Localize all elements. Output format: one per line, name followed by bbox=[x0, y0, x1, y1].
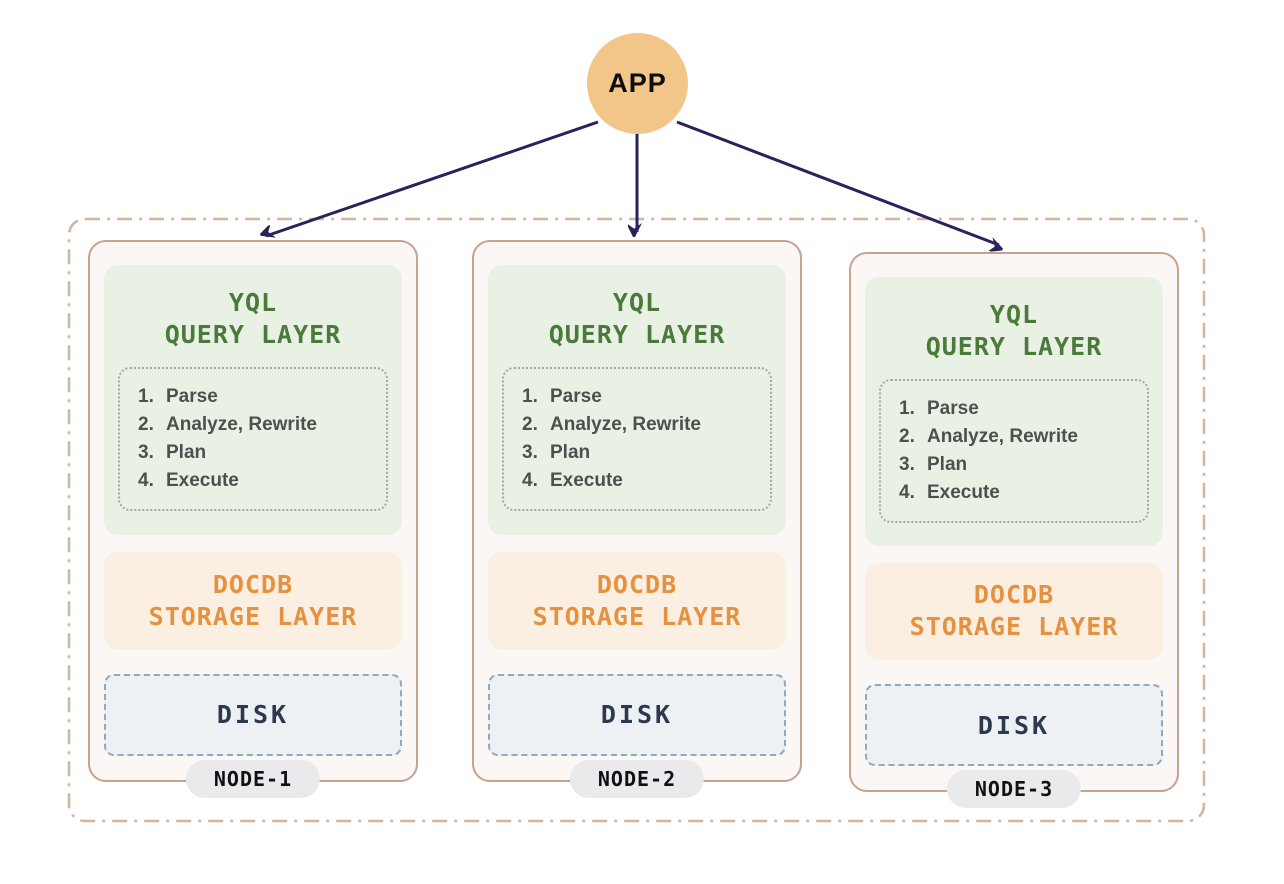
step-row: 1. Parse bbox=[132, 383, 378, 411]
step-row: 3. Plan bbox=[893, 451, 1139, 479]
step-number: 4. bbox=[899, 482, 915, 503]
step-label: Plan bbox=[166, 442, 207, 463]
step-number: 1. bbox=[899, 398, 915, 419]
node-badge: NODE-2 bbox=[569, 760, 705, 798]
step-row: 3. Plan bbox=[132, 439, 378, 467]
arrow-app-to-node3 bbox=[676, 120, 999, 245]
step-number: 2. bbox=[522, 414, 538, 435]
app-circle: APP bbox=[587, 33, 688, 134]
disk-label: DISK bbox=[600, 700, 674, 730]
step-row: 2. Analyze, Rewrite bbox=[516, 411, 762, 439]
app-label: APP bbox=[608, 68, 667, 98]
node-card-3: YQL QUERY LAYER 1. Parse 2. Analyze, Rewrit… bbox=[849, 252, 1179, 808]
step-label: Plan bbox=[550, 442, 591, 463]
step-row: 1. Parse bbox=[516, 383, 762, 411]
disk-box: DISK bbox=[865, 684, 1163, 766]
step-label: Analyze, Rewrite bbox=[927, 426, 1078, 447]
step-row: 3. Plan bbox=[516, 439, 762, 467]
disk-label: DISK bbox=[216, 700, 290, 730]
storage-layer-title-line1: DOCDB bbox=[596, 569, 678, 599]
query-layer-title-line2: QUERY LAYER bbox=[548, 320, 726, 349]
node-badge-label: NODE-3 bbox=[974, 777, 1054, 801]
step-label: Parse bbox=[927, 398, 979, 419]
storage-layer-title-line1: DOCDB bbox=[973, 580, 1055, 610]
storage-layer-title-line2: STORAGE LAYER bbox=[532, 601, 742, 631]
storage-layer-title-line2: STORAGE LAYER bbox=[148, 601, 358, 631]
step-label: Execute bbox=[166, 470, 239, 491]
query-layer-box: YQL QUERY LAYER 1. Parse 2. Analyze, Rewrit… bbox=[865, 277, 1163, 546]
step-row: 4. Execute bbox=[893, 479, 1139, 507]
node-badge: NODE-1 bbox=[185, 760, 321, 798]
step-row: 4. Execute bbox=[132, 467, 378, 495]
disk-box: DISK bbox=[104, 673, 402, 756]
storage-layer-title-line1: DOCDB bbox=[212, 569, 294, 599]
step-row: 2. Analyze, Rewrite bbox=[893, 423, 1139, 451]
step-row: 1. Parse bbox=[893, 395, 1139, 423]
storage-layer-title-line2: STORAGE LAYER bbox=[909, 612, 1119, 642]
query-layer-title-line2: QUERY LAYER bbox=[164, 320, 342, 349]
query-steps-box: 1. Parse 2. Analyze, Rewrite 3. Plan 4. Exec… bbox=[502, 367, 772, 511]
disk-box: DISK bbox=[488, 673, 786, 756]
step-number: 2. bbox=[138, 414, 154, 435]
disk-label: DISK bbox=[977, 710, 1051, 740]
query-layer-title-line2: QUERY LAYER bbox=[925, 332, 1103, 361]
node-card-2: YQL QUERY LAYER 1. Parse 2. Analyze, Rewrit… bbox=[472, 240, 802, 798]
step-row: 4. Execute bbox=[516, 467, 762, 495]
step-number: 3. bbox=[138, 442, 154, 463]
query-steps-box: 1. Parse 2. Analyze, Rewrite 3. Plan 4. Exec… bbox=[118, 367, 388, 511]
query-layer-title: YQL QUERY LAYER bbox=[104, 287, 402, 351]
step-label: Parse bbox=[550, 386, 602, 407]
step-label: Execute bbox=[927, 482, 1000, 503]
node-badge-label: NODE-2 bbox=[597, 767, 677, 791]
arrow-app-to-node1 bbox=[266, 120, 599, 236]
query-layer-box: YQL QUERY LAYER 1. Parse 2. Analyze, Rewrit… bbox=[488, 265, 786, 535]
step-number: 1. bbox=[138, 386, 154, 407]
step-number: 3. bbox=[522, 442, 538, 463]
node-badge-label: NODE-1 bbox=[213, 767, 293, 791]
node-card-1: YQL QUERY LAYER 1. Parse 2. Analyze, Rewrit… bbox=[88, 240, 418, 798]
step-number: 1. bbox=[522, 386, 538, 407]
query-layer-title: YQL QUERY LAYER bbox=[865, 299, 1163, 363]
step-label: Plan bbox=[927, 454, 968, 475]
step-label: Analyze, Rewrite bbox=[166, 414, 317, 435]
step-number: 4. bbox=[522, 470, 538, 491]
query-layer-box: YQL QUERY LAYER 1. Parse 2. Analyze, Rewrit… bbox=[104, 265, 402, 535]
query-layer-title: YQL QUERY LAYER bbox=[488, 287, 786, 351]
step-label: Execute bbox=[550, 470, 623, 491]
step-number: 4. bbox=[138, 470, 154, 491]
step-row: 2. Analyze, Rewrite bbox=[132, 411, 378, 439]
node-badge: NODE-3 bbox=[946, 770, 1082, 808]
query-layer-title-line1: YQL bbox=[228, 288, 278, 317]
query-layer-title-line1: YQL bbox=[612, 288, 662, 317]
step-label: Parse bbox=[166, 386, 218, 407]
query-layer-title-line1: YQL bbox=[989, 300, 1039, 329]
query-steps-box: 1. Parse 2. Analyze, Rewrite 3. Plan 4. Exec… bbox=[879, 379, 1149, 523]
step-number: 2. bbox=[899, 426, 915, 447]
step-label: Analyze, Rewrite bbox=[550, 414, 701, 435]
step-number: 3. bbox=[899, 454, 915, 475]
